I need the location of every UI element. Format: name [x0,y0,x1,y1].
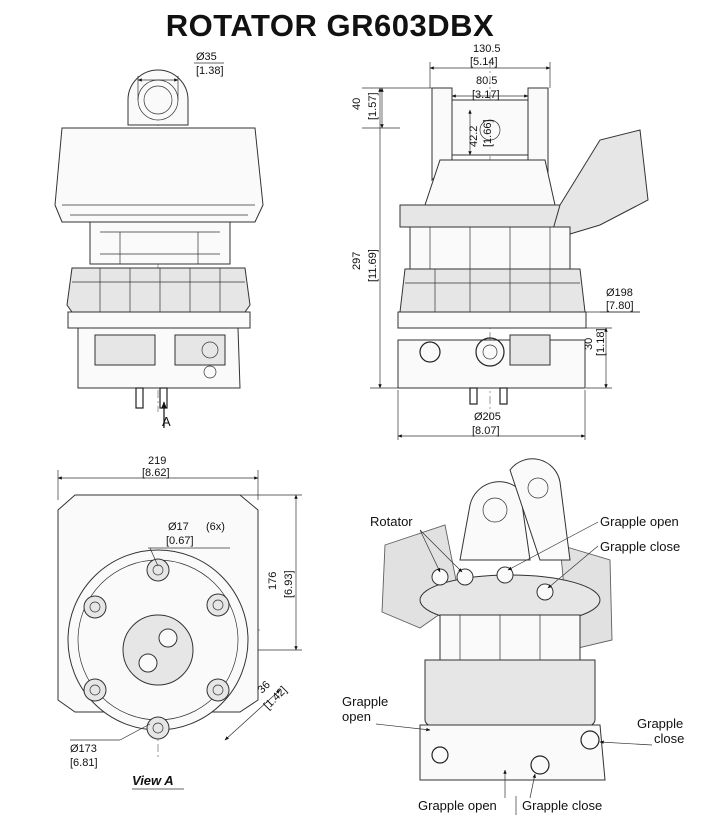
dim-width-inner-in: [3.17] [472,89,500,101]
view-marker-a: A [162,414,171,429]
label-grapple-close-bottom: Grapple close [522,798,602,813]
label-rotator: Rotator [370,514,413,529]
dim-link-h-in: [1.66] [482,119,494,147]
dim-top-h-in: [1.57] [367,92,379,120]
dim-width-bottom-in: [8.62] [142,467,170,479]
dim-base-dia-mm: Ø205 [474,411,501,423]
bottom-view-a: 219 [8.62] 176 [6.93] Ø17 (6x) [0.67] Ø1… [57,455,302,790]
label-grapple-close-right-2: close [654,731,684,746]
label-grapple-close-right-1: Grapple [637,716,683,731]
dim-base-h-in: [1.18] [595,328,607,356]
dim-height-side-in: [6.93] [283,570,295,598]
dim-body-dia-mm: Ø198 [606,287,633,299]
dim-width-top-mm: 130.5 [473,43,501,55]
label-grapple-open-left-1: Grapple [342,694,388,709]
label-grapple-close-top: Grapple close [600,539,680,554]
dim-height-side-mm: 176 [267,572,279,590]
dim-total-h-mm: 297 [351,252,363,270]
label-grapple-open-top: Grapple open [600,514,679,529]
dim-link-h-mm: 42.2 [468,126,480,147]
dim-top-h-mm: 40 [351,98,363,110]
dim-width-inner-mm: 80.5 [476,75,497,87]
bolt-holes [83,558,230,740]
drawing-title: ROTATOR GR603DBX [165,8,495,43]
dim-pin-dia-mm: Ø35 [196,51,217,63]
dim-width-top-in: [5.14] [470,56,498,68]
dim-total-h-in: [11.69] [367,249,379,282]
dim-hole-count: (6x) [206,521,225,533]
dim-hole-dia-mm: Ø17 [168,521,189,533]
side-view: 130.5 [5.14] 80.5 [3.17] 42.2 [1.66] 40 … [351,43,649,440]
hydraulic-ports [431,566,554,601]
dim-hole-dia-in: [0.67] [166,535,194,547]
dim-body-dia-in: [7.80] [606,300,634,312]
label-grapple-open-bottom: Grapple open [418,798,497,813]
dim-base-dia-in: [8.07] [472,425,500,437]
label-grapple-open-left-2: open [342,709,371,724]
dim-bolt-circle-in: [6.81] [70,757,98,769]
dim-width-bottom-mm: 219 [148,455,166,467]
dim-bolt-circle-mm: Ø173 [70,743,97,755]
view-a-label: View A [132,773,174,788]
isometric-view: Rotator Grapple open Grapple close Grapp… [342,458,684,815]
front-view: A Ø35 [1.38] [54,51,264,429]
dim-pin-dia-in: [1.38] [196,65,224,77]
dim-base-h-mm: 30 [583,338,595,350]
